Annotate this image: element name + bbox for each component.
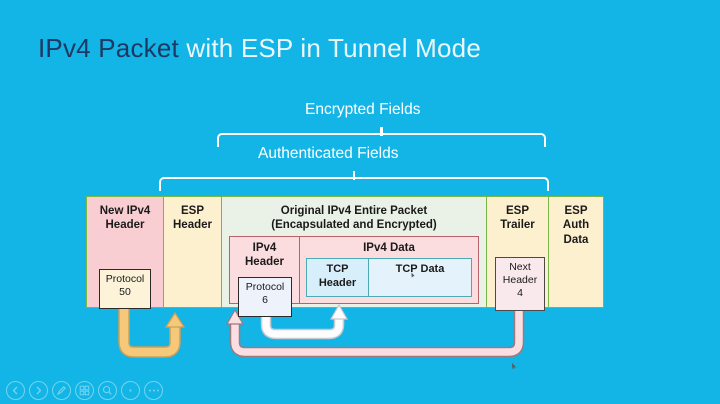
inner-ipv4-data: IPv4 Data TCP Header TCP Data xyxy=(300,237,478,303)
chevron-right-icon xyxy=(36,386,42,395)
segment-esp-auth-data: ESP Auth Data xyxy=(549,197,603,307)
pen-tool-button[interactable] xyxy=(52,381,71,400)
encrypted-fields-brace xyxy=(217,127,546,147)
authenticated-fields-brace xyxy=(159,171,549,191)
brace-tick xyxy=(380,127,383,136)
more-options-button[interactable] xyxy=(144,381,163,400)
brace-tick xyxy=(352,171,356,180)
segment-label: ESP Auth Data xyxy=(562,205,590,246)
protocol-6-value-box: Protocol 6 xyxy=(238,277,292,317)
dot-icon xyxy=(129,389,132,392)
chevron-left-icon xyxy=(12,386,18,395)
laser-pointer-button[interactable] xyxy=(121,381,140,400)
authenticated-fields-label: Authenticated Fields xyxy=(258,145,399,162)
inner-ipv4-data-label: IPv4 Data xyxy=(363,242,415,254)
presenter-toolbar[interactable] xyxy=(6,381,163,400)
segment-esp-trailer: ESP Trailer Next Header 4 xyxy=(487,197,549,311)
segment-label: ESP Trailer xyxy=(500,205,535,232)
page-title: IPv4 Packet with ESP in Tunnel Mode xyxy=(38,33,481,64)
original-packet-inner: IPv4 Header Protocol 6 IPv4 Data TCP Hea… xyxy=(229,236,479,317)
inner-ipv4-header-label: IPv4 Header xyxy=(245,242,284,269)
tcp-data-box: TCP Data xyxy=(369,259,471,296)
ellipsis-icon xyxy=(148,389,159,392)
segment-label: New IPv4 Header xyxy=(99,205,151,232)
next-header-4-value-box: Next Header 4 xyxy=(495,257,545,311)
protocol-50-value-box: Protocol 50 xyxy=(99,269,151,309)
tcp-header-box: TCP Header xyxy=(307,259,369,296)
grid-icon xyxy=(79,385,90,396)
tcp-segment-row: TCP Header TCP Data xyxy=(306,258,472,297)
magnifier-icon xyxy=(102,385,112,395)
packet-diagram: New IPv4 Header Protocol 50 ESP Header O… xyxy=(86,196,604,317)
segment-original-ipv4-packet: Original IPv4 Entire Packet (Encapsulate… xyxy=(222,197,487,317)
segment-esp-header: ESP Header xyxy=(164,197,222,307)
mouse-cursor xyxy=(511,362,517,370)
page-title-rest: with ESP in Tunnel Mode xyxy=(178,33,481,63)
pen-icon xyxy=(56,386,66,396)
all-slides-button[interactable] xyxy=(75,381,94,400)
encrypted-fields-label: Encrypted Fields xyxy=(305,101,421,118)
next-slide-button[interactable] xyxy=(29,381,48,400)
inner-ipv4-header: IPv4 Header Protocol 6 xyxy=(230,237,300,317)
segment-label: ESP Header xyxy=(173,205,212,232)
page-title-emphasis: IPv4 Packet xyxy=(38,33,179,63)
segment-new-ipv4-header: New IPv4 Header Protocol 50 xyxy=(87,197,164,309)
mouse-cursor-artifact xyxy=(411,272,415,278)
zoom-button[interactable] xyxy=(98,381,117,400)
segment-label: Original IPv4 Entire Packet (Encapsulate… xyxy=(271,205,437,232)
previous-slide-button[interactable] xyxy=(6,381,25,400)
